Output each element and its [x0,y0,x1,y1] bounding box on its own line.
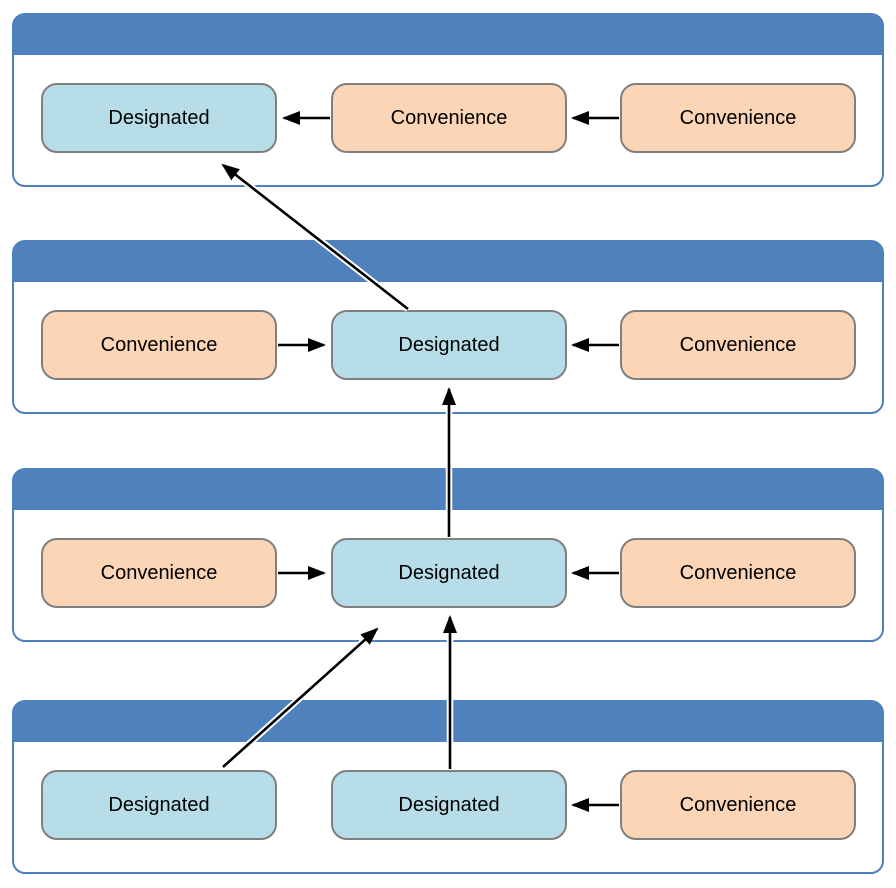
section-tier-2-header [14,242,882,282]
node-designated: Designated [41,83,277,153]
node-label: Convenience [679,106,797,129]
node-label: Designated [398,333,500,356]
section-tier-3: Convenience Designated Convenience [12,468,884,642]
node-convenience: Convenience [331,83,567,153]
section-tier-4-header [14,702,882,742]
node-convenience: Convenience [620,770,856,840]
node-convenience: Convenience [620,538,856,608]
node-convenience: Convenience [41,310,277,380]
node-label: Convenience [100,333,218,356]
node-label: Designated [108,793,210,816]
node-label: Designated [108,106,210,129]
node-designated: Designated [331,310,567,380]
node-convenience: Convenience [620,83,856,153]
section-tier-3-header [14,470,882,510]
section-tier-2: Convenience Designated Convenience [12,240,884,414]
node-convenience: Convenience [620,310,856,380]
node-label: Designated [398,561,500,584]
node-designated: Designated [331,770,567,840]
section-tier-1: Designated Convenience Convenience [12,13,884,187]
node-label: Convenience [679,333,797,356]
node-label: Convenience [679,793,797,816]
section-tier-4: Designated Designated Convenience [12,700,884,874]
node-label: Designated [398,793,500,816]
node-convenience: Convenience [41,538,277,608]
node-designated: Designated [331,538,567,608]
node-designated: Designated [41,770,277,840]
section-tier-1-header [14,15,882,55]
node-label: Convenience [390,106,508,129]
node-label: Convenience [679,561,797,584]
node-label: Convenience [100,561,218,584]
